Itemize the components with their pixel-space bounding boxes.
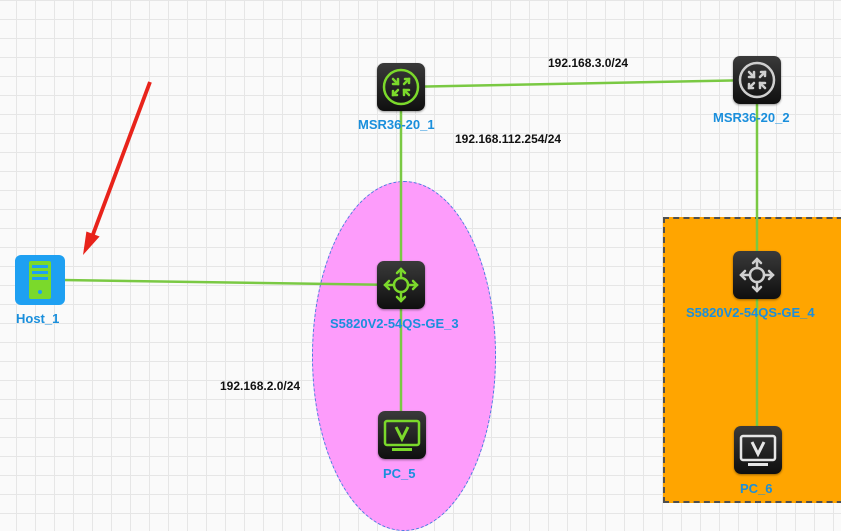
label-host1[interactable]: Host_1 bbox=[16, 311, 60, 326]
pc-6[interactable] bbox=[734, 426, 782, 474]
pc-monitor-icon bbox=[739, 434, 777, 466]
area-ellipse-zone[interactable] bbox=[312, 181, 496, 531]
router-icon bbox=[382, 68, 420, 106]
router-icon bbox=[738, 61, 776, 99]
label-switch3[interactable]: S5820V2-54QS-GE_3 bbox=[330, 316, 459, 331]
label-switch4[interactable]: S5820V2-54QS-GE_4 bbox=[686, 305, 815, 320]
network-label-r1-lan: 192.168.112.254/24 bbox=[455, 132, 562, 146]
label-router2[interactable]: MSR36-20_2 bbox=[713, 110, 790, 125]
label-router1[interactable]: MSR36-20_1 bbox=[358, 117, 435, 132]
router-msr36-20-2[interactable] bbox=[733, 56, 781, 104]
switch-s5820v2-54qs-ge-4[interactable] bbox=[733, 251, 781, 299]
pc-monitor-icon bbox=[383, 419, 421, 451]
label-pc5[interactable]: PC_5 bbox=[383, 466, 416, 481]
link-router1-router2[interactable] bbox=[400, 78, 758, 89]
pc-5[interactable] bbox=[378, 411, 426, 459]
l3-switch-icon bbox=[739, 257, 775, 293]
host-1[interactable] bbox=[15, 255, 65, 305]
server-host-icon bbox=[29, 261, 51, 299]
links-layer bbox=[61, 78, 759, 450]
network-label-sw3-pc5: 192.168.2.0/24 bbox=[220, 379, 301, 393]
switch-s5820v2-54qs-ge-3[interactable] bbox=[377, 261, 425, 309]
red-arrow-annotation bbox=[83, 81, 152, 255]
network-label-r1-r2: 192.168.3.0/24 bbox=[548, 56, 629, 70]
link-host1-switch3[interactable] bbox=[61, 278, 402, 287]
label-pc6[interactable]: PC_6 bbox=[740, 481, 773, 496]
router-msr36-20-1[interactable] bbox=[377, 63, 425, 111]
l3-switch-icon bbox=[383, 267, 419, 303]
